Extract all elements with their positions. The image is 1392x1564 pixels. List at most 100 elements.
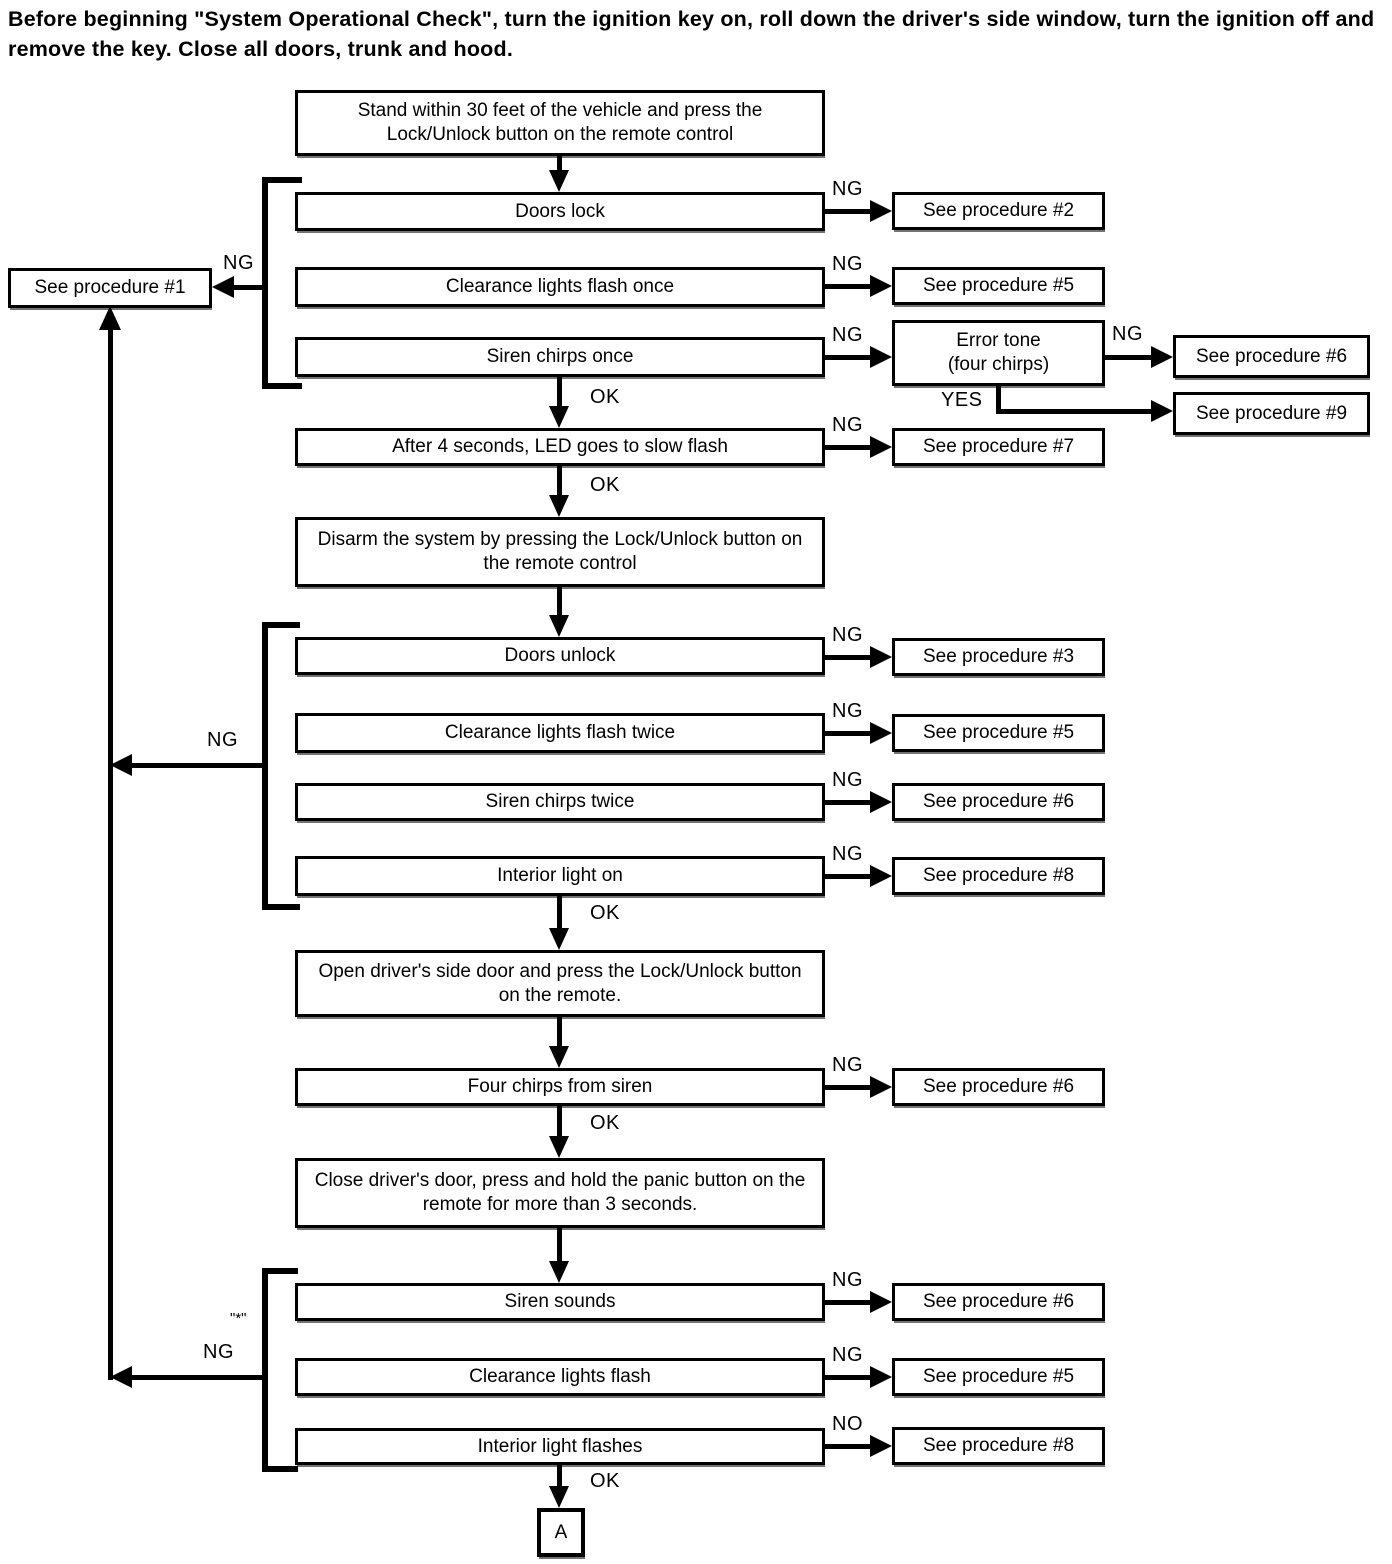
check-siren-chirps-once: Siren chirps once bbox=[295, 337, 825, 377]
edge-label-no: NO bbox=[832, 1413, 863, 1435]
flow-line bbox=[557, 466, 562, 497]
terminal-a: A bbox=[537, 1508, 585, 1557]
procedure-ref-2: See procedure #2 bbox=[892, 192, 1105, 230]
flow-arrowhead-down bbox=[549, 495, 569, 517]
ng-line bbox=[825, 874, 872, 879]
ng-line bbox=[825, 731, 872, 736]
flow-line bbox=[557, 1106, 562, 1138]
procedure-ref-8b: See procedure #8 bbox=[892, 1427, 1105, 1465]
flow-arrowhead-down bbox=[549, 1261, 569, 1283]
ng-arrowhead bbox=[870, 1291, 892, 1313]
edge-label-ng: NG bbox=[832, 253, 863, 275]
edge-label-ng: NG bbox=[832, 769, 863, 791]
yes-line bbox=[996, 386, 1001, 413]
procedure-ref-6c: See procedure #6 bbox=[892, 1068, 1105, 1106]
edge-label-ng: NG bbox=[207, 729, 238, 751]
edge-label-ok: OK bbox=[590, 1112, 620, 1134]
edge-label-ng: NG bbox=[832, 1269, 863, 1291]
group-bracket bbox=[262, 904, 300, 910]
riser-arrowhead-up bbox=[99, 306, 121, 330]
ng-line bbox=[825, 355, 872, 360]
edge-label-ng: NG bbox=[1112, 323, 1143, 345]
ng-line bbox=[825, 284, 872, 289]
flow-line bbox=[557, 156, 562, 172]
ng-arrowhead bbox=[870, 436, 892, 458]
edge-label-yes: YES bbox=[941, 389, 983, 411]
procedure-ref-6b: See procedure #6 bbox=[892, 783, 1105, 821]
ng-line bbox=[1105, 355, 1153, 360]
ng-arrowhead-left bbox=[110, 1366, 132, 1388]
ng-arrowhead bbox=[870, 200, 892, 222]
yes-arrowhead bbox=[1151, 400, 1173, 422]
node-error-tone: Error tone (four chirps) bbox=[892, 320, 1105, 386]
flow-arrowhead-down bbox=[549, 1046, 569, 1068]
flow-arrowhead-down bbox=[549, 1486, 569, 1508]
step-open-drivers-door: Open driver's side door and press the Lo… bbox=[295, 950, 825, 1017]
ng-line bbox=[825, 445, 872, 450]
ng-line bbox=[130, 1375, 267, 1380]
check-doors-lock: Doors lock bbox=[295, 192, 825, 231]
check-interior-light-on: Interior light on bbox=[295, 856, 825, 896]
flow-arrowhead-down bbox=[549, 170, 569, 192]
step-close-door-hold-panic: Close driver's door, press and hold the … bbox=[295, 1158, 825, 1228]
check-clearance-lights-flash-twice: Clearance lights flash twice bbox=[295, 713, 825, 753]
group-bracket bbox=[262, 177, 302, 183]
check-clearance-lights-flash: Clearance lights flash bbox=[295, 1358, 825, 1396]
edge-label-ng: NG bbox=[832, 324, 863, 346]
check-four-chirps-from-siren: Four chirps from siren bbox=[295, 1068, 825, 1106]
procedure-ref-8a: See procedure #8 bbox=[892, 857, 1105, 895]
ng-arrowhead bbox=[870, 791, 892, 813]
edge-label-ng: NG bbox=[223, 252, 254, 274]
edge-label-ok: OK bbox=[590, 474, 620, 496]
procedure-ref-7: See procedure #7 bbox=[892, 428, 1105, 466]
footnote-asterisk: "*" bbox=[230, 1310, 247, 1327]
ng-arrowhead-left bbox=[212, 276, 234, 298]
riser-line bbox=[108, 328, 113, 1380]
edge-label-ng: NG bbox=[832, 414, 863, 436]
ng-arrowhead bbox=[1151, 346, 1173, 368]
flow-line bbox=[557, 587, 562, 617]
procedure-ref-5b: See procedure #5 bbox=[892, 714, 1105, 752]
no-line bbox=[825, 1444, 872, 1449]
check-doors-unlock: Doors unlock bbox=[295, 637, 825, 675]
group-bracket bbox=[262, 1268, 268, 1472]
flow-arrowhead-down bbox=[549, 1136, 569, 1158]
ng-line bbox=[825, 655, 872, 660]
flow-line bbox=[557, 1017, 562, 1048]
group-bracket bbox=[262, 177, 268, 389]
group-bracket bbox=[262, 1268, 298, 1274]
check-led-slow-flash: After 4 seconds, LED goes to slow flash bbox=[295, 428, 825, 466]
ng-line bbox=[130, 763, 267, 768]
ng-arrowhead-left bbox=[110, 754, 132, 776]
procedure-ref-9: See procedure #9 bbox=[1173, 392, 1370, 435]
procedure-ref-6a: See procedure #6 bbox=[1173, 335, 1370, 378]
step-disarm-system: Disarm the system by pressing the Lock/U… bbox=[295, 517, 825, 587]
procedure-ref-6d: See procedure #6 bbox=[892, 1283, 1105, 1321]
check-siren-sounds: Siren sounds bbox=[295, 1283, 825, 1321]
yes-line bbox=[996, 409, 1153, 414]
edge-label-ng: NG bbox=[832, 624, 863, 646]
ng-arrowhead bbox=[870, 346, 892, 368]
ng-arrowhead bbox=[870, 722, 892, 744]
flow-arrowhead-down bbox=[549, 928, 569, 950]
edge-label-ng: NG bbox=[832, 1344, 863, 1366]
edge-label-ng: NG bbox=[203, 1341, 234, 1363]
ng-line bbox=[825, 1300, 872, 1305]
ng-line bbox=[825, 1085, 872, 1090]
edge-label-ok: OK bbox=[590, 902, 620, 924]
edge-label-ok: OK bbox=[590, 1470, 620, 1492]
group-bracket bbox=[262, 383, 302, 389]
edge-label-ng: NG bbox=[832, 843, 863, 865]
procedure-ref-3: See procedure #3 bbox=[892, 638, 1105, 676]
instructions-text: Before beginning "System Operational Che… bbox=[8, 7, 1375, 61]
procedure-ref-1: See procedure #1 bbox=[8, 268, 212, 308]
ng-arrowhead bbox=[870, 646, 892, 668]
flow-line bbox=[557, 1465, 562, 1488]
step-stand-within-30-feet: Stand within 30 feet of the vehicle and … bbox=[295, 90, 825, 156]
ng-arrowhead bbox=[870, 865, 892, 887]
ng-line bbox=[825, 1375, 872, 1380]
flow-line bbox=[557, 896, 562, 930]
check-siren-chirps-twice: Siren chirps twice bbox=[295, 783, 825, 821]
flow-line bbox=[557, 377, 562, 408]
